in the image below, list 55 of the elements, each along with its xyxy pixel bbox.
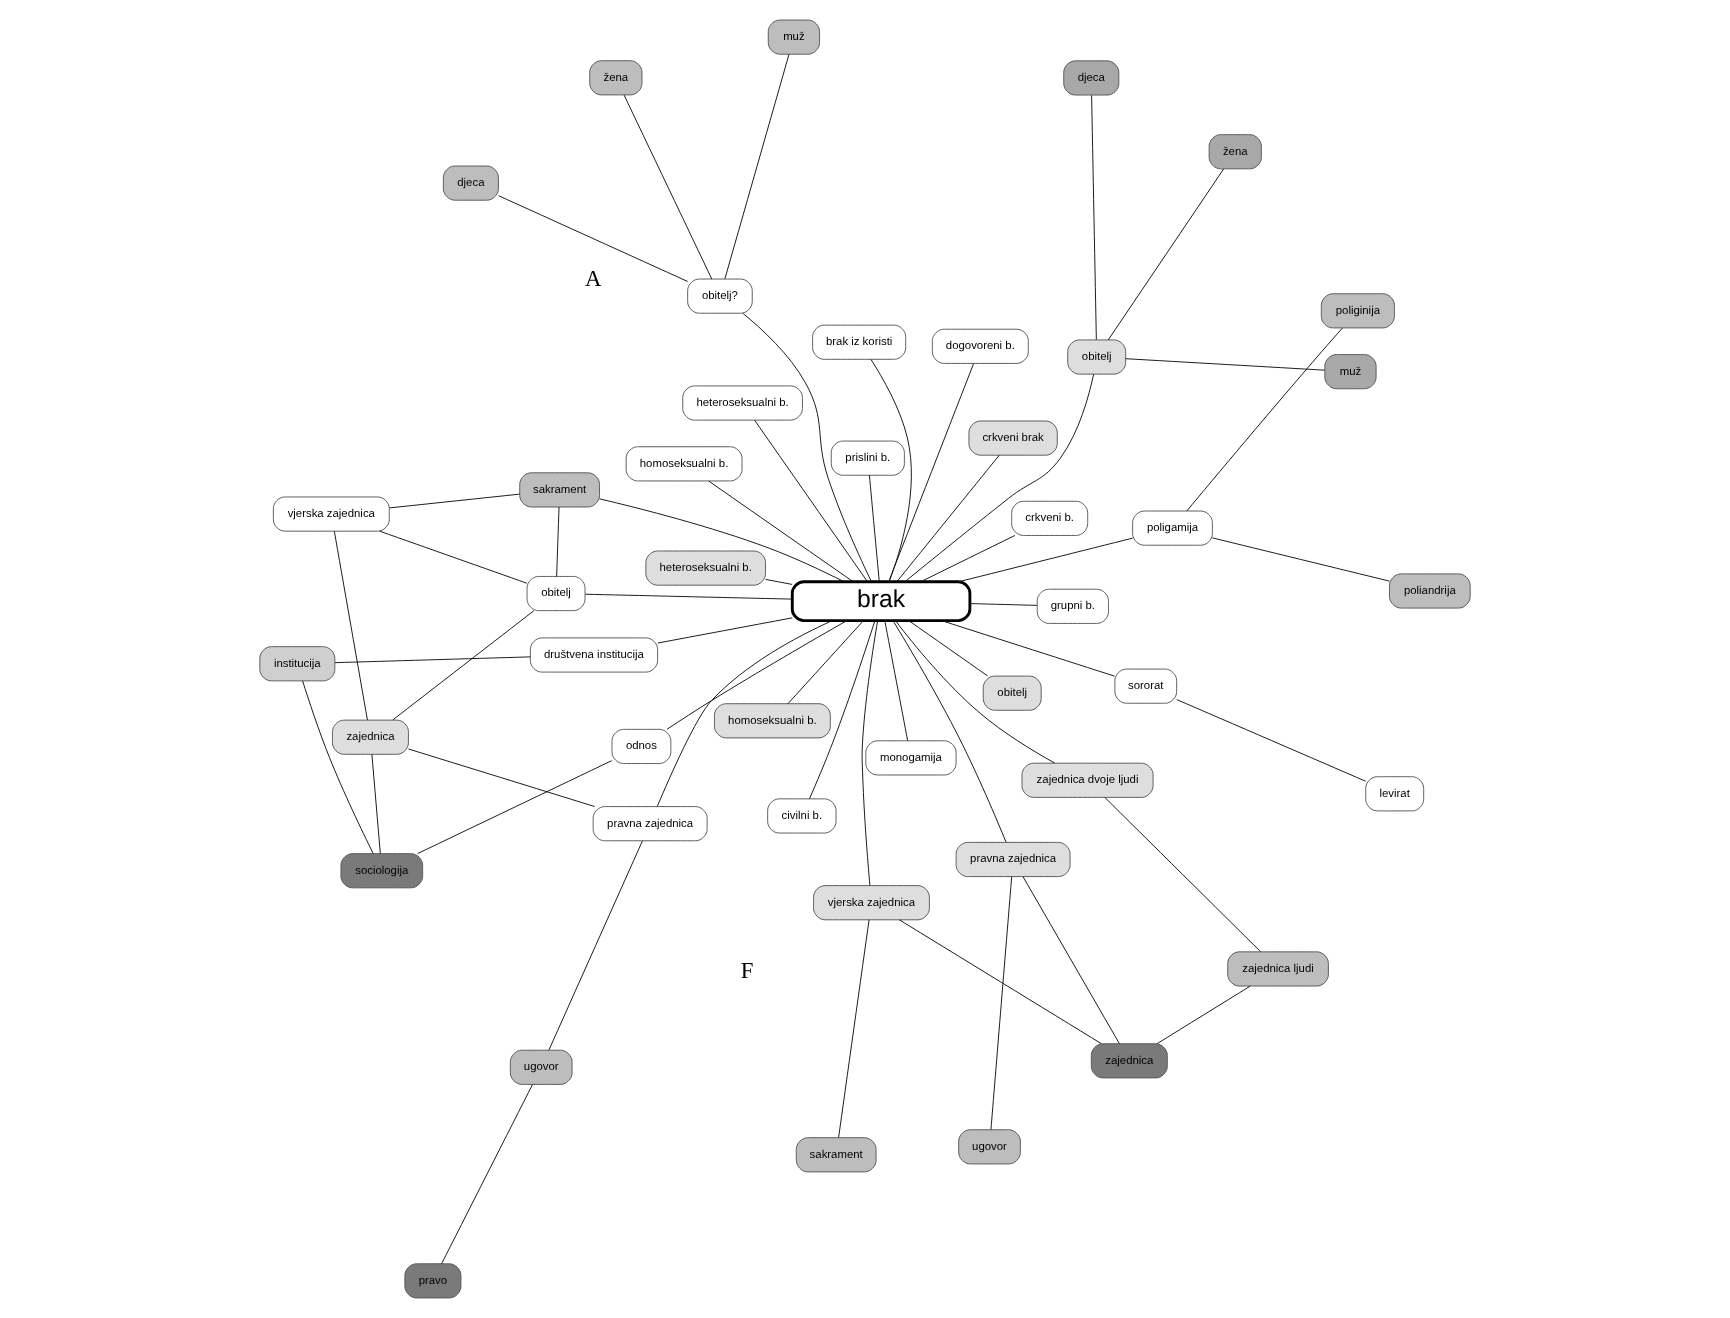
connector	[1022, 876, 1120, 1045]
connector	[334, 656, 531, 664]
connector	[584, 593, 793, 600]
connector	[724, 53, 790, 280]
connector	[896, 454, 1000, 582]
connector	[754, 419, 868, 582]
connector	[941, 620, 1116, 677]
connector	[1186, 327, 1343, 512]
connector	[1176, 699, 1367, 782]
connector	[1104, 797, 1261, 952]
connector	[1211, 537, 1390, 582]
connector	[870, 359, 912, 583]
connector	[389, 493, 520, 509]
connector	[302, 680, 374, 854]
connector	[895, 620, 1056, 764]
connector	[884, 620, 909, 741]
connector	[657, 617, 793, 644]
connector	[892, 620, 1007, 843]
connector	[392, 610, 535, 721]
connector	[408, 748, 596, 807]
label: A	[584, 267, 602, 292]
connector	[441, 1084, 533, 1265]
connector	[1107, 168, 1225, 341]
connector	[888, 363, 975, 583]
connector	[904, 373, 1095, 583]
connector	[742, 313, 872, 583]
connector	[838, 919, 870, 1138]
node-box: brak	[790, 580, 972, 623]
connector	[379, 530, 528, 584]
connector	[556, 506, 560, 577]
connector	[868, 474, 880, 583]
label: F	[740, 960, 754, 985]
connector	[708, 480, 854, 582]
connector	[899, 919, 1102, 1045]
connector	[498, 195, 689, 282]
connector	[765, 578, 793, 585]
connector	[548, 840, 643, 1051]
connector	[599, 498, 845, 583]
connector	[417, 760, 613, 855]
connector	[809, 620, 876, 800]
connector	[1156, 985, 1251, 1044]
connector	[623, 94, 713, 280]
connector	[990, 876, 1013, 1131]
connector	[787, 620, 864, 705]
connector	[1091, 94, 1097, 341]
connector	[861, 620, 879, 886]
connector	[920, 535, 1016, 583]
connector	[666, 620, 848, 730]
connector	[969, 603, 1038, 606]
connector	[1125, 358, 1326, 371]
connector	[656, 620, 833, 807]
connector	[333, 530, 368, 721]
connector	[371, 753, 381, 854]
connector	[958, 537, 1134, 583]
connector	[908, 620, 989, 677]
